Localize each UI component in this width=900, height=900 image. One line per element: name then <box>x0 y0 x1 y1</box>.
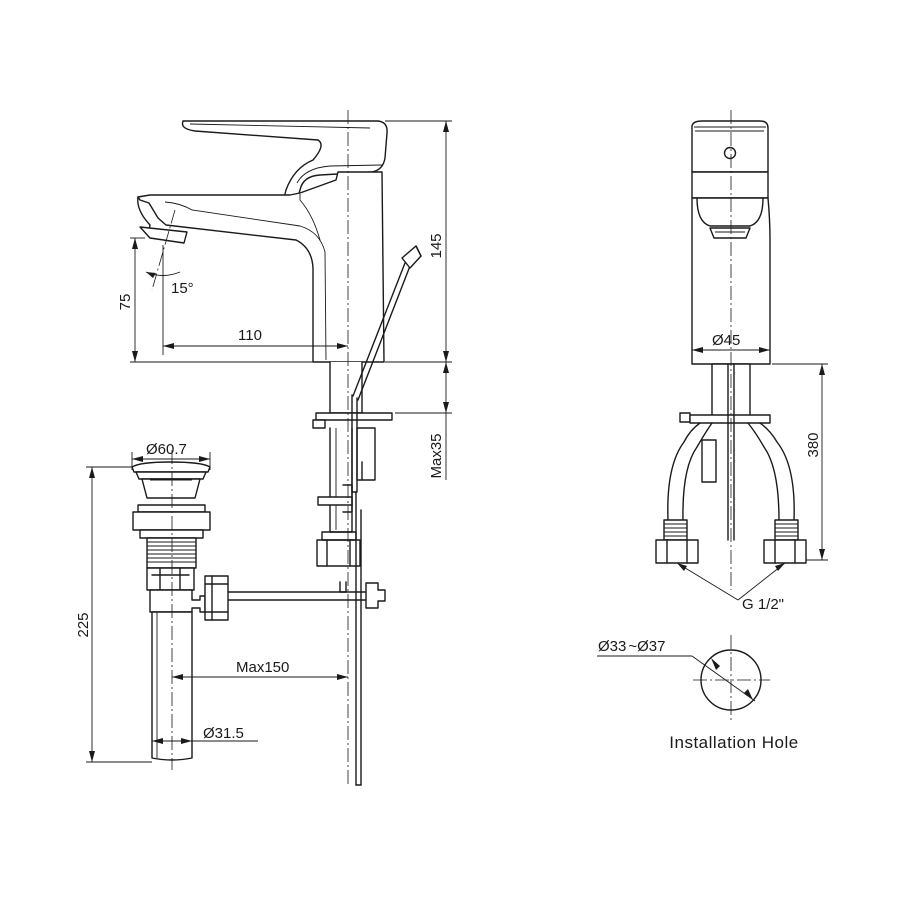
hose-length-label: 380 <box>805 432 822 457</box>
thread-label: G 1/2" <box>742 596 784 613</box>
front-dimension-lines <box>676 347 828 601</box>
spray-angle-label: 15° <box>171 280 194 297</box>
popup-length-label: 225 <box>75 612 92 637</box>
rod-reach-label: Max150 <box>236 659 289 676</box>
height-total-label: 145 <box>428 233 445 258</box>
hole-diameter-label: Ø33~Ø37 <box>598 638 665 655</box>
body-diameter-label: Ø45 <box>712 332 740 349</box>
front-lever <box>691 120 769 173</box>
faucet-body <box>137 171 385 363</box>
installation-hole <box>597 649 762 711</box>
popup-waste <box>131 461 229 761</box>
installation-hole-caption: Installation Hole <box>669 733 798 752</box>
center-lines <box>151 110 770 785</box>
max-deck-thickness-label: Max35 <box>428 433 445 478</box>
spout-height-label: 75 <box>117 294 134 311</box>
popup-cap-diameter-label: Ø60.7 <box>146 441 187 458</box>
popup-rod <box>219 245 422 786</box>
spout-reach-label: 110 <box>238 327 262 344</box>
faucet-side-view <box>137 120 393 593</box>
tail-diameter-label: Ø31.5 <box>203 725 244 742</box>
dimension-lines <box>86 120 452 763</box>
